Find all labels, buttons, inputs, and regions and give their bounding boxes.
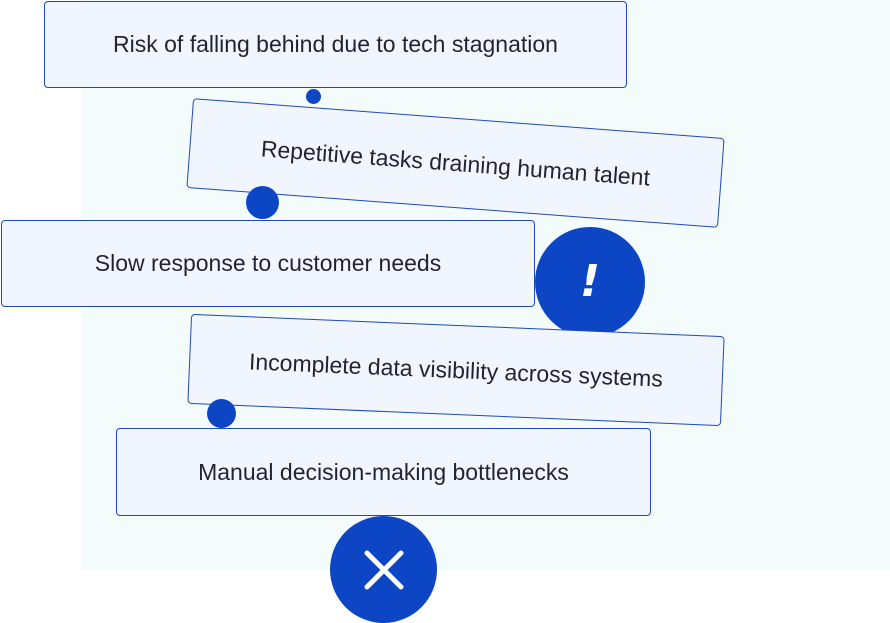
challenge-card-slow-response: Slow response to customer needs <box>1 220 535 307</box>
close-badge <box>330 516 437 623</box>
exclamation-icon: ! <box>579 256 601 307</box>
close-icon <box>364 550 403 589</box>
connector-dot <box>207 399 236 428</box>
challenge-card-label: Incomplete data visibility across system… <box>248 347 664 392</box>
challenge-card-tech-stagnation: Risk of falling behind due to tech stagn… <box>44 1 627 88</box>
alert-badge: ! <box>535 227 645 337</box>
challenge-card-manual-decisions: Manual decision-making bottlenecks <box>116 428 651 516</box>
challenge-card-label: Slow response to customer needs <box>94 250 442 276</box>
connector-dot <box>306 89 321 104</box>
connector-dot <box>246 186 279 219</box>
challenge-card-label: Risk of falling behind due to tech stagn… <box>113 31 558 57</box>
challenge-card-label: Repetitive tasks draining human talent <box>260 134 651 191</box>
challenge-card-label: Manual decision-making bottlenecks <box>198 458 569 485</box>
